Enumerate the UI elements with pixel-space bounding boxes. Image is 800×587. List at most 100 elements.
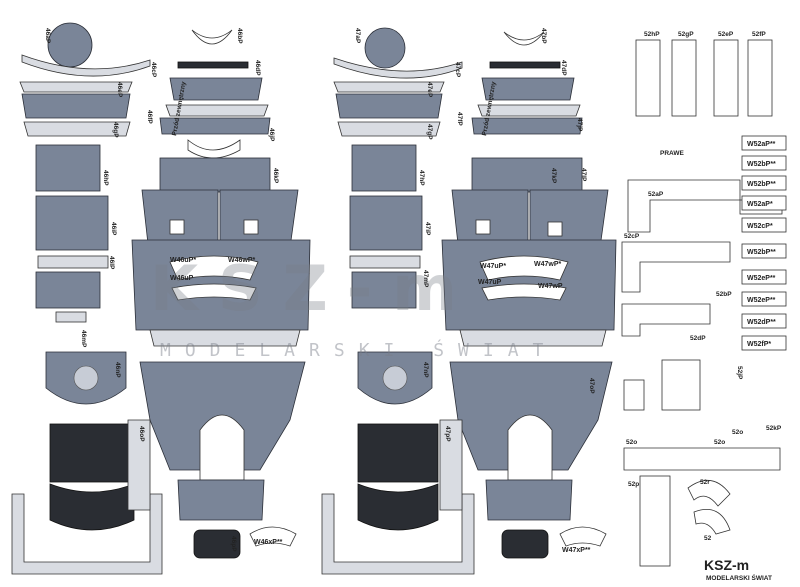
strip-part	[713, 39, 739, 117]
crescent-part	[503, 31, 545, 46]
part-label: 46pP	[230, 536, 237, 552]
logo: KSZ-m	[704, 557, 749, 573]
part-label: 47bP	[540, 28, 547, 44]
window-part	[481, 283, 567, 301]
strip-label: 52jP	[736, 366, 743, 380]
part-label: 46cP	[150, 62, 157, 78]
small-part-label: W52eP**	[747, 275, 776, 282]
body-panel	[35, 195, 109, 251]
radial-hub	[382, 365, 408, 391]
strip-labels: 52hP 52gP 52eP 52fP 52aP 52bP 52cP 52dP …	[624, 31, 782, 542]
arc-strip	[21, 54, 151, 77]
small-part-label: W52dP**	[747, 319, 776, 326]
toothed-band	[23, 121, 131, 137]
body-band	[169, 77, 263, 101]
part-label: 47cP	[454, 62, 461, 78]
small-part-box	[741, 335, 787, 351]
strip-parts	[621, 39, 783, 567]
cutout-box	[169, 219, 185, 235]
part-label: 46mP	[80, 330, 87, 348]
body-panel	[471, 157, 583, 193]
boxed-label: W46uP	[170, 275, 194, 282]
small-part-box	[741, 135, 787, 151]
frame-part	[127, 419, 151, 511]
boxed-label: W46uP*	[170, 257, 196, 264]
grille-part	[501, 529, 549, 559]
part-label: 46fP	[146, 110, 153, 124]
body-panel	[351, 271, 417, 309]
small-part-box	[741, 175, 787, 191]
part-label: 47oP	[588, 378, 595, 394]
small-part-label: W52fP*	[747, 341, 771, 348]
part-label: 46nP	[114, 362, 121, 378]
small-part-labels: W52aP** W52bP** W52bP** W52aP* W52cP* W5…	[741, 135, 787, 351]
toothed-band	[37, 255, 109, 269]
strip-part	[639, 475, 671, 567]
small-part-box	[741, 291, 787, 307]
body-band	[481, 77, 575, 101]
boxed-label: W47uP	[478, 279, 502, 286]
part-label: 47mP	[422, 270, 429, 288]
part-label: 46jP	[268, 128, 275, 142]
part-label: 46aP	[44, 28, 51, 44]
grille-panel	[485, 479, 573, 521]
toothed-band	[459, 329, 607, 347]
frame-part	[439, 419, 463, 511]
part-label: 47kP	[550, 168, 557, 184]
window-part	[479, 255, 569, 281]
part-label: 46kP	[272, 168, 279, 184]
toothed-band	[349, 255, 421, 269]
toothed-band	[477, 104, 581, 117]
striped-fan	[49, 483, 135, 531]
strip-label: 52hP	[644, 31, 660, 38]
part-label: 46dP	[254, 60, 261, 76]
strip-label: 52o	[714, 439, 725, 446]
small-part-box	[741, 313, 787, 329]
part-label: 46bP	[236, 28, 243, 44]
cutout-box	[243, 219, 259, 235]
strip-part	[635, 39, 661, 117]
strip-label: 52kP	[766, 425, 782, 432]
part-label: 47iP	[424, 222, 431, 236]
striped-block	[49, 423, 135, 483]
cutout-box	[475, 219, 491, 235]
boxed-part	[559, 526, 607, 547]
left-part-set	[11, 22, 311, 575]
toothed-band	[19, 81, 133, 93]
part-label: 46lP	[108, 256, 115, 270]
body-panel	[349, 195, 423, 251]
watermark: KSZ-m	[150, 252, 477, 325]
toothed-band	[149, 329, 301, 347]
boxed-label: W47wP*	[534, 261, 562, 268]
L-strip-part	[621, 241, 731, 293]
small-part-label: W52cP*	[747, 223, 773, 230]
part-label: 46gP	[112, 122, 119, 138]
cutout	[199, 414, 245, 481]
part-label: 46oP	[138, 426, 145, 442]
body-band	[471, 117, 583, 135]
window-part	[169, 255, 259, 281]
body-panel	[35, 144, 101, 192]
strip-label: 52r	[700, 479, 710, 486]
strip-label: 52dP	[690, 335, 706, 342]
logo-subtitle: MODELARSKI ŚWIAT	[706, 573, 772, 582]
small-part-box	[741, 217, 787, 233]
strip-label: 52o	[626, 439, 637, 446]
strip-label: 52gP	[678, 31, 694, 38]
strip-part	[671, 39, 697, 117]
arc-strip	[333, 57, 463, 79]
disc-part	[364, 27, 406, 69]
arc-part	[693, 508, 731, 535]
small-part-label: W52bP**	[747, 181, 776, 188]
small-part-box	[741, 195, 787, 211]
part-label: 47gP	[426, 124, 433, 140]
strip-label: 52	[704, 535, 712, 542]
small-part-label: W52aP*	[747, 201, 773, 208]
boxed-label: W46xP**	[254, 539, 283, 546]
crescent-part	[191, 29, 233, 45]
window-part	[171, 283, 257, 301]
small-part-box	[741, 243, 787, 259]
L-strip-part	[627, 179, 741, 233]
small-part-label: W52bP**	[747, 161, 776, 168]
